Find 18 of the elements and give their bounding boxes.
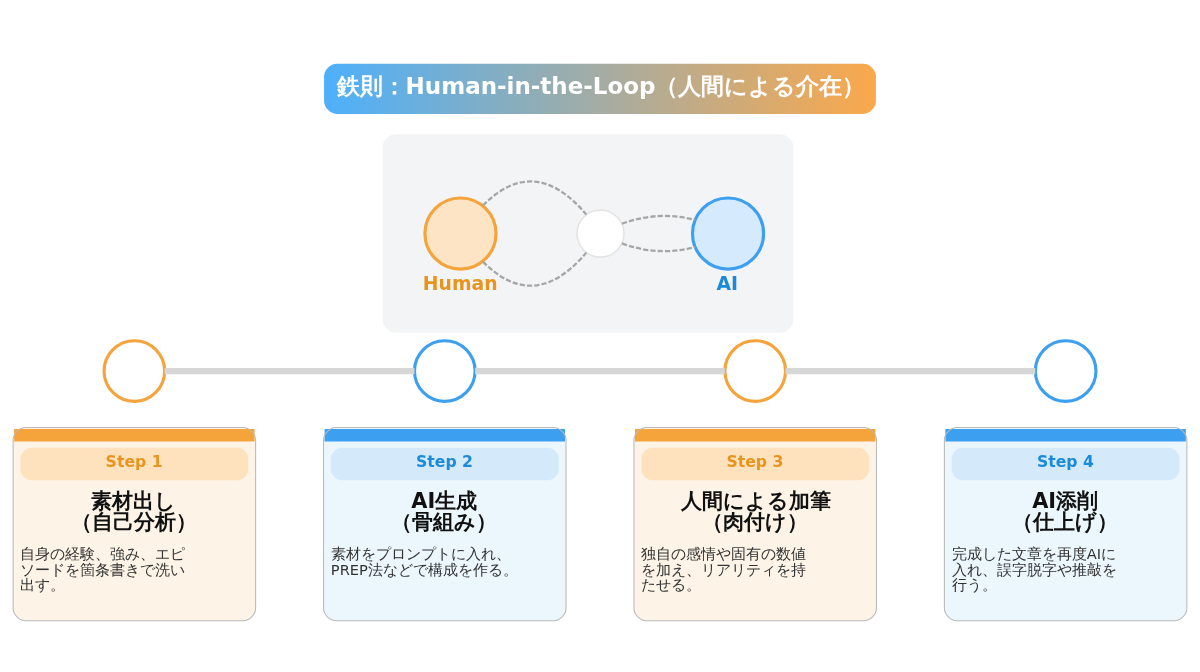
node-circle (723, 339, 788, 403)
node-circle (102, 339, 167, 403)
connector (164, 367, 415, 375)
node-circle (690, 196, 766, 271)
connector (482, 180, 588, 216)
node-label: Human (422, 273, 498, 295)
connector (621, 214, 696, 225)
connector (482, 251, 588, 287)
diagram-title: 鉄則：Human-in-the-Loop（人間による介在） (336, 72, 866, 99)
cluster (382, 134, 794, 333)
node-label: AI (716, 273, 739, 295)
node-circle (423, 196, 498, 271)
node-circle (412, 339, 477, 403)
connector (621, 242, 696, 253)
node-circle (1033, 339, 1098, 403)
node-circle (576, 209, 625, 258)
connector (475, 367, 725, 375)
connector (785, 367, 1036, 375)
